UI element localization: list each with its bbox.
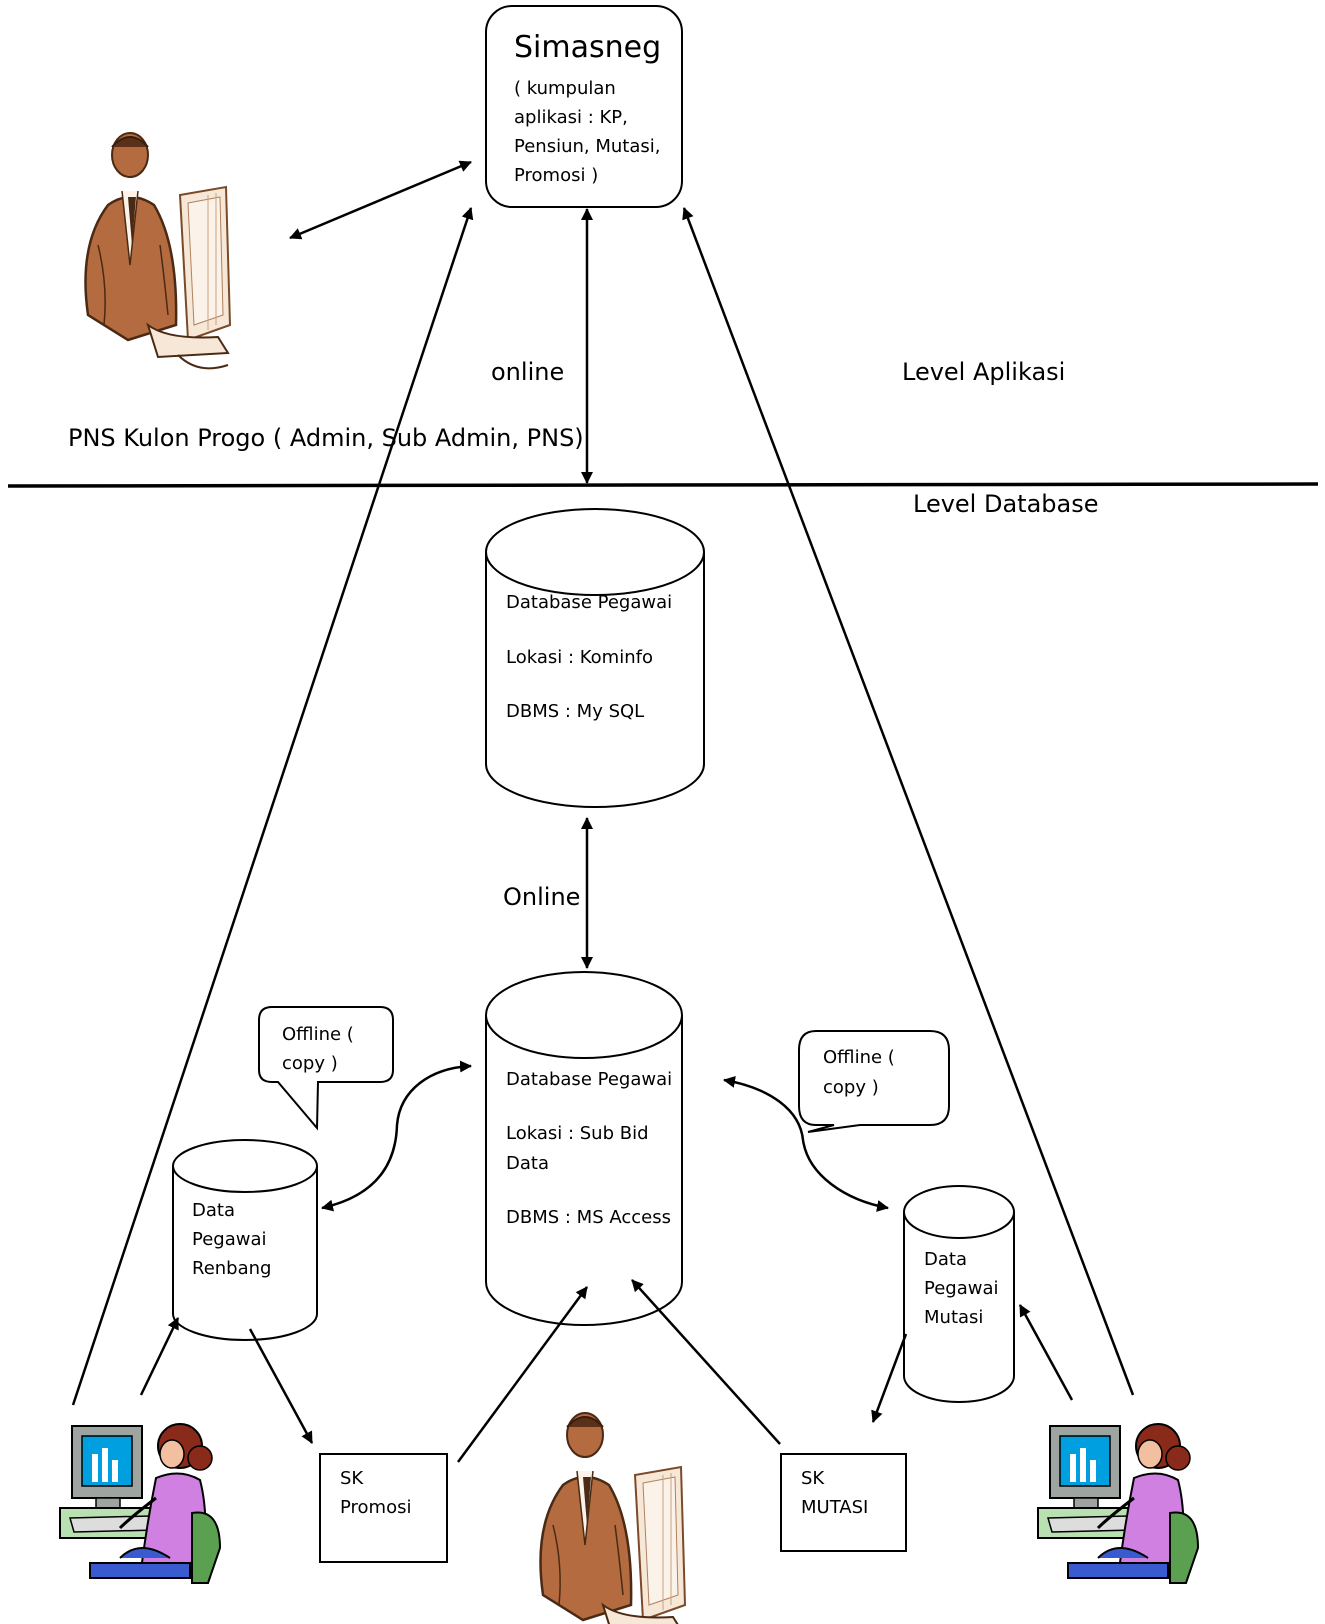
arrow-mutasi-db [631, 1279, 781, 1445]
level-database-label: Level Database [913, 490, 1099, 518]
pns-label: PNS Kulon Progo ( Admin, Sub Admin, PNS) [68, 424, 584, 452]
simasneg-box: Simasneg ( kumpulan aplikasi : KP, Pensi… [485, 5, 683, 208]
db-subbid-line: Lokasi : Sub Bid [506, 1123, 649, 1144]
db-renbang-line: Renbang [192, 1258, 271, 1279]
arrow-right-user-simasneg [682, 207, 1135, 1396]
database-mutasi-cylinder: Data Pegawai Mutasi [903, 1185, 1015, 1403]
online-top-label: online [491, 358, 564, 386]
arrow-offline-copy-left [321, 1060, 472, 1212]
callout-right-line: copy ) [823, 1077, 879, 1098]
db-mutasi-line: Mutasi [924, 1307, 983, 1328]
arrow-user-simasneg [289, 160, 472, 240]
callout-left-line: copy ) [282, 1053, 338, 1074]
arrow-renbang-promosi [248, 1328, 314, 1444]
db-renbang-line: Pegawai [192, 1229, 267, 1250]
callout-right-line: Offline ( [823, 1047, 895, 1068]
db-mutasi-line: Data [924, 1249, 967, 1270]
man-at-computer-icon [539, 1411, 687, 1624]
db-subbid-line: Data [506, 1153, 549, 1174]
callout-left-line: Offline ( [282, 1024, 354, 1045]
sk-promosi-box: SK Promosi [319, 1453, 448, 1563]
db-kominfo-line: Database Pegawai [506, 592, 672, 613]
database-renbang-cylinder: Data Pegawai Renbang [172, 1139, 318, 1341]
simasneg-desc-line: Pensiun, Mutasi, [514, 136, 660, 157]
sk-mutasi-box: SK MUTASI [780, 1453, 907, 1552]
level-aplikasi-label: Level Aplikasi [902, 358, 1065, 386]
simasneg-desc-line: ( kumpulan [514, 78, 616, 99]
db-renbang-line: Data [192, 1200, 235, 1221]
arrow-offline-copy-right [723, 1075, 889, 1212]
arrow-user-renbang [139, 1317, 180, 1396]
simasneg-desc-line: aplikasi : KP, [514, 107, 628, 128]
arrow-user-mutasi [1018, 1304, 1074, 1401]
db-kominfo-line: Lokasi : Kominfo [506, 647, 653, 668]
arrow-mutasi-db-sk [871, 1333, 908, 1423]
woman-at-computer-icon [1036, 1422, 1200, 1585]
db-mutasi-line: Pegawai [924, 1278, 999, 1299]
arrow-left-user-simasneg [71, 207, 474, 1406]
db-subbid-line: DBMS : MS Access [506, 1207, 671, 1228]
offline-copy-callout-right: Offline ( copy ) [798, 1030, 950, 1133]
arrow-promosi-db [456, 1286, 589, 1463]
offline-copy-callout-left: Offline ( copy ) [258, 1006, 394, 1131]
woman-at-computer-icon [58, 1422, 222, 1585]
sk-mutasi-line: SK [801, 1468, 825, 1489]
sk-mutasi-line: MUTASI [801, 1497, 868, 1518]
simasneg-desc-line: Promosi ) [514, 165, 598, 186]
simasneg-title: Simasneg [514, 30, 661, 65]
level-separator-line [7, 482, 1319, 488]
db-kominfo-line: DBMS : My SQL [506, 701, 644, 722]
database-kominfo-cylinder: Database Pegawai Lokasi : Kominfo DBMS :… [485, 508, 705, 808]
sk-promosi-line: SK [340, 1468, 364, 1489]
man-at-computer-icon [84, 131, 232, 370]
sk-promosi-line: Promosi [340, 1497, 411, 1518]
online-mid-label: Online [503, 883, 580, 911]
db-subbid-line: Database Pegawai [506, 1069, 672, 1090]
database-subbid-cylinder: Database Pegawai Lokasi : Sub Bid Data D… [485, 971, 683, 1326]
